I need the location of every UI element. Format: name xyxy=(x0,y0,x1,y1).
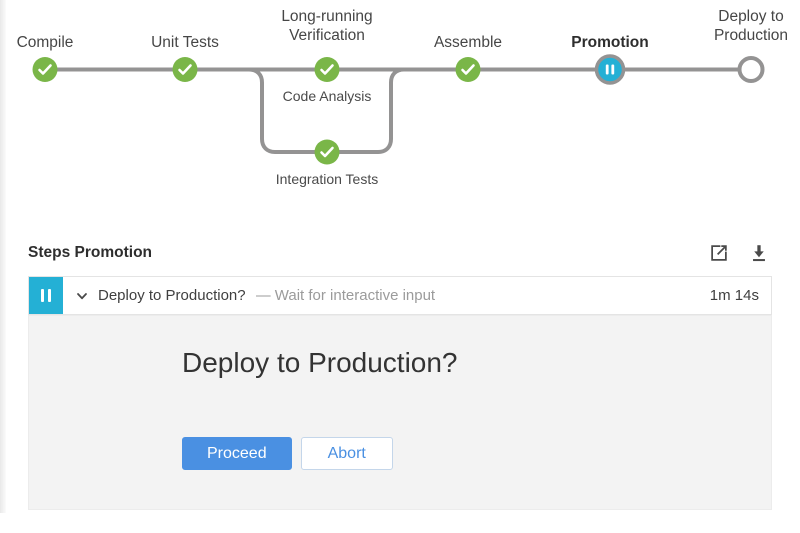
proceed-button[interactable]: Proceed xyxy=(182,437,292,470)
stage-node-deploy[interactable] xyxy=(737,56,765,83)
pipeline-svg xyxy=(32,54,765,165)
stage-node-unit-tests[interactable] xyxy=(172,57,198,82)
stage-label-unit-tests: Unit Tests xyxy=(151,34,219,51)
input-prompt-heading: Deploy to Production? xyxy=(182,347,458,378)
stage-label-compile: Compile xyxy=(16,34,74,51)
step-row-deploy-input[interactable]: Deploy to Production? — Wait for interac… xyxy=(28,276,772,315)
step-expanded-body: Deploy to Production? Proceed Abort xyxy=(28,315,772,510)
stage-label-deploy: Deploy to Production xyxy=(713,8,789,44)
check-icon xyxy=(38,64,52,75)
step-title: Deploy to Production? xyxy=(98,287,246,304)
pause-icon xyxy=(605,64,615,75)
steps-header: Steps Promotion xyxy=(28,238,772,268)
branch-label-integration-tests: Integration Tests xyxy=(275,171,379,187)
check-icon xyxy=(461,64,475,75)
stage-label-promotion: Promotion xyxy=(571,34,649,51)
step-status-paused-block xyxy=(29,277,63,314)
stage-node-code-analysis[interactable] xyxy=(314,57,340,82)
stage-node-compile[interactable] xyxy=(32,57,58,82)
chevron-down-icon[interactable] xyxy=(75,289,89,303)
abort-button[interactable]: Abort xyxy=(300,437,393,470)
pipeline-graph: Compile Unit Tests Long-running Verifica… xyxy=(0,0,800,210)
stage-node-integration-tests[interactable] xyxy=(314,139,340,165)
page-left-edge xyxy=(0,0,6,513)
stage-label-assemble: Assemble xyxy=(433,34,503,51)
download-log-button[interactable] xyxy=(746,240,772,266)
stage-node-promotion[interactable] xyxy=(594,54,626,85)
check-icon xyxy=(320,64,334,75)
steps-title: Steps Promotion xyxy=(28,244,153,261)
input-prompt-buttons: Proceed Abort xyxy=(182,437,393,470)
step-duration: 1m 14s xyxy=(709,287,759,304)
step-status-text: — Wait for interactive input xyxy=(255,287,436,304)
external-link-button[interactable] xyxy=(706,240,732,266)
stage-node-assemble[interactable] xyxy=(455,57,481,82)
external-link-icon xyxy=(711,245,727,261)
branch-label-code-analysis: Code Analysis xyxy=(282,88,372,104)
check-icon xyxy=(178,64,192,75)
check-icon xyxy=(320,146,334,158)
stage-label-verification: Long-running Verification xyxy=(281,8,373,44)
pause-icon xyxy=(40,289,52,302)
download-icon xyxy=(753,245,765,262)
